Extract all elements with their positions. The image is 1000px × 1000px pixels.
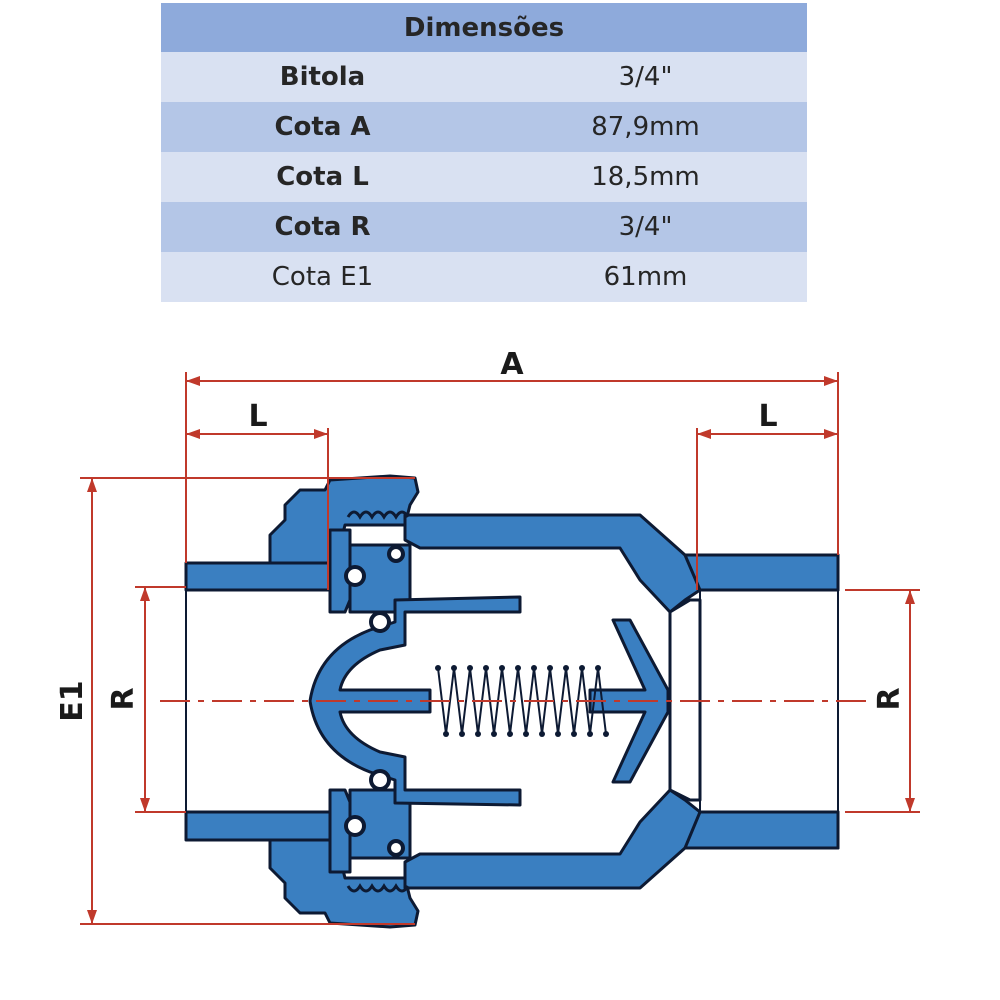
o-rings [344, 545, 405, 857]
row-label: Cota R [161, 202, 484, 252]
table-row: Cota L 18,5mm [161, 152, 807, 202]
row-value: 61mm [484, 252, 807, 302]
label-l-right: L [758, 399, 777, 434]
table-row: Cota E1 61mm [161, 252, 807, 302]
label-r-left: R [106, 687, 141, 710]
row-label: Cota L [161, 152, 484, 202]
table-row: Cota R 3/4" [161, 202, 807, 252]
row-value: 3/4" [484, 202, 807, 252]
row-value: 87,9mm [484, 102, 807, 152]
label-a: A [500, 347, 524, 382]
spring-coil-dots [435, 665, 609, 737]
check-valve-drawing: A L L E1 R R [55, 347, 920, 929]
dimensions-table: Dimensões Bitola 3/4" Cota A 87,9mm Cota… [161, 3, 807, 302]
label-e1: E1 [55, 680, 90, 721]
row-label: Cota A [161, 102, 484, 152]
dimension-arrows [87, 376, 915, 924]
row-label: Bitola [161, 52, 484, 102]
table-row: Bitola 3/4" [161, 52, 807, 102]
dimension-lines [80, 372, 920, 925]
table-title: Dimensões [161, 3, 807, 52]
label-r-right: R [872, 687, 907, 710]
row-value: 18,5mm [484, 152, 807, 202]
row-label: Cota E1 [161, 252, 484, 302]
row-value: 3/4" [484, 52, 807, 102]
label-l-left: L [248, 399, 267, 434]
table-row: Cota A 87,9mm [161, 102, 807, 152]
valve-body [184, 474, 840, 929]
thread-marks [346, 510, 410, 893]
